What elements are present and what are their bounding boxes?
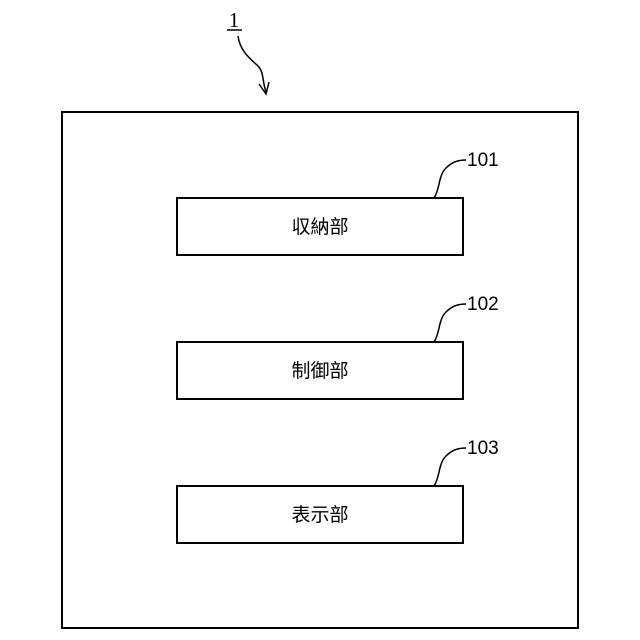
- ref-leader-line: [434, 448, 466, 486]
- block-control-unit: 制御部 102: [177, 294, 499, 399]
- block-label: 収納部: [291, 216, 348, 238]
- block-label: 制御部: [291, 360, 348, 382]
- ref-numeral: 101: [467, 150, 499, 171]
- block-storage-unit: 収納部 101: [177, 150, 499, 255]
- figure-leader-arrow: [238, 36, 266, 92]
- ref-leader-line: [434, 160, 466, 198]
- block-label: 表示部: [291, 504, 348, 526]
- block-display-unit: 表示部 103: [177, 438, 499, 543]
- ref-numeral: 102: [467, 294, 499, 315]
- ref-leader-line: [434, 304, 466, 342]
- ref-numeral: 103: [467, 438, 499, 459]
- figure-ref-label: 1: [229, 8, 240, 32]
